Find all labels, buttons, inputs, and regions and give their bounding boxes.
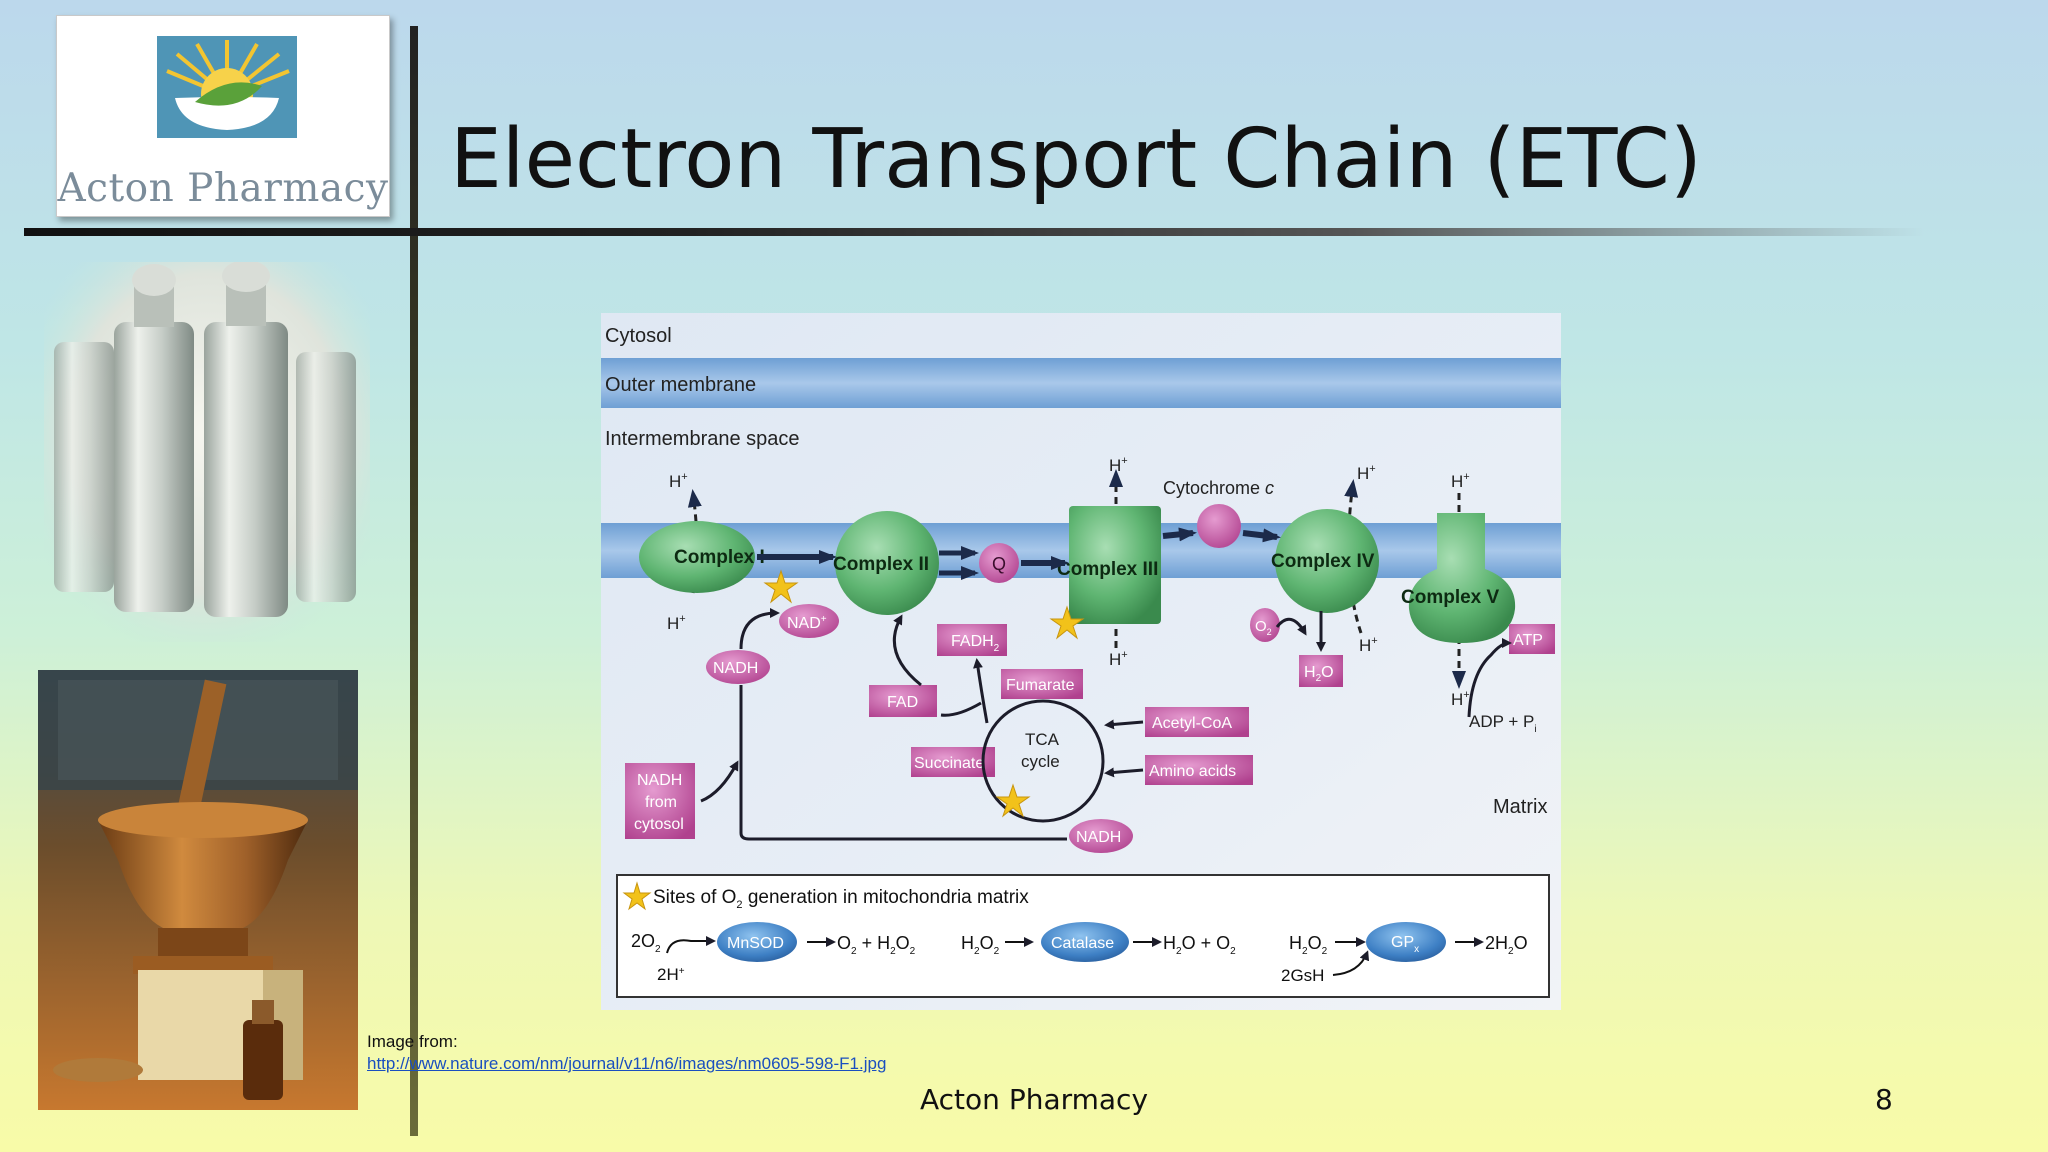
amino-acids-label: Amino acids [1149, 763, 1236, 780]
mnsod-enzyme [717, 922, 797, 962]
logo: Acton Pharmacy [56, 15, 390, 217]
complex-i [639, 521, 755, 593]
tca-label: TCA [1025, 730, 1060, 749]
image-credit-label: Image from: [367, 1032, 458, 1051]
acetyl-coa-label: Acetyl-CoA [1152, 715, 1232, 732]
amino-acids-node [1145, 755, 1253, 785]
eq2-reactant: H2O2 [961, 933, 1000, 957]
eq3-products: 2H2O [1485, 933, 1528, 957]
mortar-pestle-image [38, 670, 358, 1110]
h2o-node [1299, 655, 1343, 687]
catalase-enzyme [1041, 922, 1129, 962]
nad-plus-label: NAD+ [787, 614, 827, 632]
outer-membrane-label: Outer membrane [605, 374, 756, 396]
h-plus-label: H+ [669, 471, 688, 491]
fad-label: FAD [887, 694, 918, 711]
h-plus-label: H+ [1451, 471, 1470, 491]
complex-iii-label: Complex III [1057, 559, 1158, 580]
cytochrome-c [1197, 504, 1241, 548]
matrix-label: Matrix [1493, 796, 1547, 818]
succinate-label: Succinate [914, 755, 984, 772]
etc-diagram: Cytosol Outer membrane Intermembrane spa… [601, 313, 1561, 1010]
fadh2-label: FADH2 [951, 633, 1000, 654]
o2-site-star-icon [1049, 605, 1085, 640]
catalase-label: Catalase [1051, 935, 1114, 952]
outer-membrane [601, 358, 1561, 408]
legend-title: Sites of O2 generation in mitochondria m… [653, 887, 1029, 911]
atp-node [1509, 624, 1555, 654]
eq3-reactant: H2O2 [1289, 933, 1328, 957]
o2-label: O2 [1255, 618, 1272, 637]
glass-bottles-image [44, 262, 370, 642]
eq1-reactant: 2O2 [631, 931, 661, 955]
nad-plus-node [779, 604, 839, 638]
complex-iv [1275, 509, 1379, 613]
gpx-enzyme [1366, 922, 1446, 962]
complex-iii [1069, 506, 1161, 624]
complex-ii [835, 511, 939, 615]
fadh2-node [937, 624, 1007, 656]
fumarate-label: Fumarate [1006, 677, 1075, 694]
mortar-leaf-logo-icon [157, 36, 297, 138]
h-plus-label: H+ [667, 613, 686, 633]
vertical-divider [410, 26, 418, 1136]
intermembrane-label: Intermembrane space [605, 428, 800, 450]
adp-label: ADP + Pi [1469, 712, 1537, 735]
image-credit-link[interactable]: http://www.nature.com/nm/journal/v11/n6/… [367, 1054, 887, 1073]
h2o-label: H2O [1304, 664, 1334, 684]
fad-node [869, 685, 937, 717]
cytochrome-c-label: Cytochrome c [1163, 478, 1274, 498]
page-number: 8 [1875, 1083, 1893, 1116]
o2-site-star-icon [995, 783, 1031, 818]
complex-v-label: Complex V [1401, 587, 1500, 608]
atp-label: ATP [1513, 632, 1543, 649]
complex-ii-label: Complex II [833, 554, 929, 575]
slide-title: Electron Transport Chain (ETC) [450, 112, 1702, 207]
acetyl-coa-node [1145, 707, 1249, 737]
eq2-products: H2O + O2 [1163, 933, 1236, 957]
gpx-label: GPx [1391, 934, 1419, 955]
nadh-matrix-node [1069, 819, 1133, 853]
horizontal-divider [24, 228, 1924, 236]
h-plus-label: H+ [1109, 649, 1128, 669]
o2-site-star-icon [763, 569, 799, 604]
complex-iv-label: Complex IV [1271, 551, 1375, 572]
complex-v [1408, 513, 1516, 643]
tca-cycle-label: cycle [1021, 752, 1060, 771]
legend-star-icon [622, 881, 652, 911]
complex-i-label: Complex I [674, 547, 765, 568]
h-plus-label: H+ [1357, 463, 1376, 483]
h-plus-label: H+ [1451, 689, 1470, 709]
h-plus-label: H+ [1359, 635, 1378, 655]
q-label: Q [992, 554, 1006, 574]
succinate-node [911, 747, 995, 777]
nadh-matrix-label: NADH [1076, 829, 1121, 846]
tca-cycle [981, 699, 1105, 823]
eq3-gsh: 2GsH [1281, 966, 1324, 985]
o2-node [1250, 608, 1280, 642]
ubiquinone-q [979, 543, 1019, 583]
nadh-cytosol-node [625, 763, 695, 839]
eq1-products: O2 + H2O2 [837, 933, 916, 957]
footer-text: Acton Pharmacy [920, 1083, 1149, 1116]
cytosol-label: Cytosol [605, 325, 672, 347]
nadh-label: NADH [713, 660, 758, 677]
logo-text: Acton Pharmacy [57, 166, 389, 211]
nadh-node [706, 650, 770, 684]
fumarate-node [1001, 669, 1083, 699]
eq1-protons: 2H+ [657, 965, 685, 984]
mnsod-label: MnSOD [727, 935, 784, 952]
nadh-cytosol-label: NADH from cytosol [634, 772, 687, 833]
